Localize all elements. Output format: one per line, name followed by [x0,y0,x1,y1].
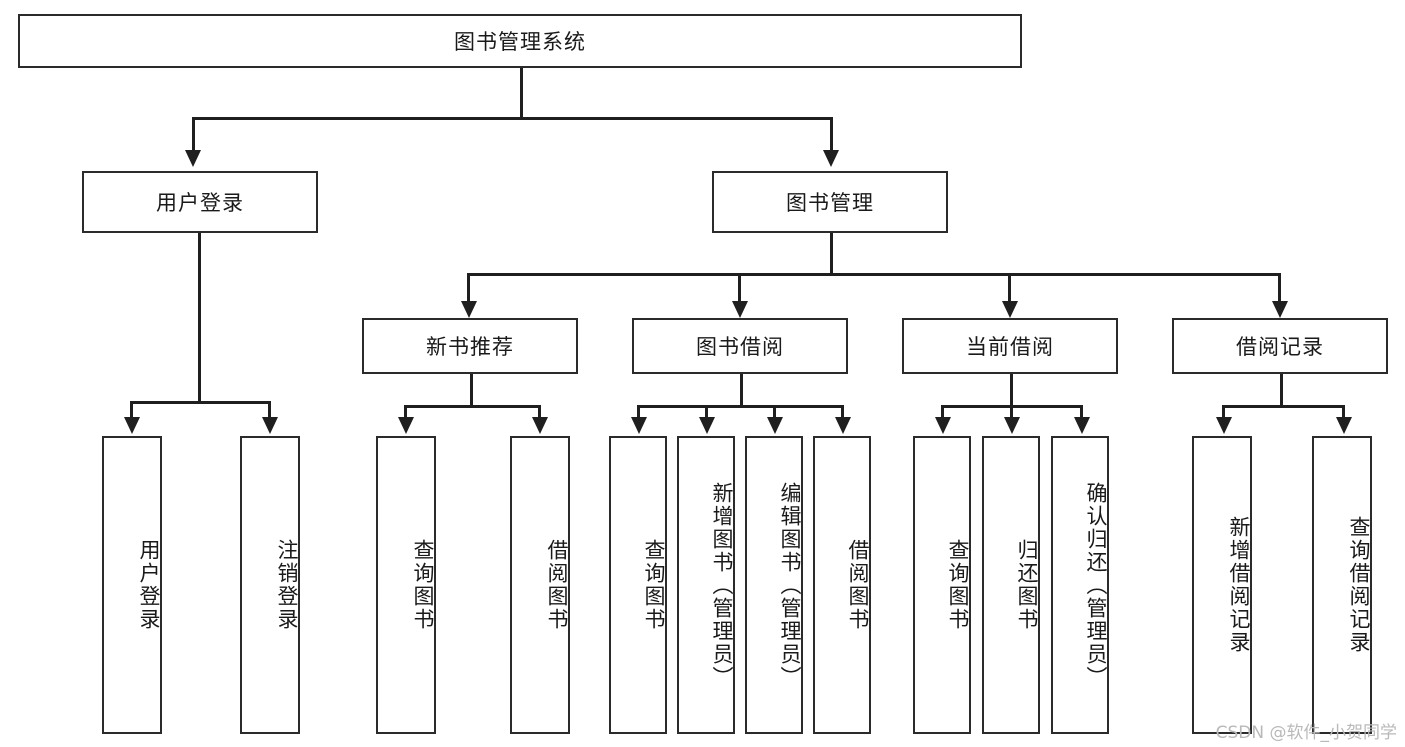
arrowhead-to-leaf-confirm-return [1074,417,1090,434]
leaf-logout[interactable]: 注销登录 [240,436,300,734]
connector-current-borrow-drop-3 [1080,405,1083,419]
node-new-book-recommend[interactable]: 新书推荐 [362,318,578,374]
node-label: 注销登录 [275,539,299,631]
connector-current-borrow-stem [1010,374,1013,407]
connector-user-login-drop-2 [268,401,271,419]
node-label: 图书管理系统 [454,30,586,54]
leaf-return-book[interactable]: 归还图书 [982,436,1040,734]
node-borrow-records[interactable]: 借阅记录 [1172,318,1388,374]
connector-book-management-stem [830,233,833,275]
connector-level3-bar [467,273,1278,276]
connector-new-book-stem [470,374,473,407]
arrowhead-to-leaf-add-record [1216,417,1232,434]
connector-level3-drop-4 [1278,273,1281,303]
connector-user-login-stem [198,233,201,403]
node-label: 查询借阅记录 [1347,516,1371,654]
connector-borrow-records-drop-1 [1222,405,1225,419]
arrowhead-to-leaf-borrow-book-a [532,417,548,434]
connector-level2-drop-left [192,117,195,152]
node-label: 用户登录 [156,191,244,215]
node-label: 图书借阅 [696,335,784,359]
arrowhead-to-leaf-query-book-c [935,417,951,434]
arrowhead-to-borrow-records [1272,301,1288,318]
connector-new-book-bar [404,405,538,408]
node-book-management[interactable]: 图书管理 [712,171,948,233]
connector-level3-drop-2 [738,273,741,303]
node-label: 新书推荐 [426,335,514,359]
connector-user-login-drop-1 [130,401,133,419]
connector-book-borrow-drop-2 [705,405,708,419]
leaf-query-book-recommend[interactable]: 查询图书 [376,436,436,734]
connector-user-login-bar [130,401,270,404]
node-label: 新增借阅记录 [1227,516,1251,654]
csdn-watermark: CSDN @软件_小贺同学 [1215,723,1397,743]
arrowhead-to-user-login [185,150,201,167]
connector-book-borrow-bar [637,405,843,408]
arrowhead-to-leaf-return-book [1004,417,1020,434]
leaf-borrow-book-recommend[interactable]: 借阅图书 [510,436,570,734]
connector-level2-bar [192,117,832,120]
connector-book-borrow-drop-3 [773,405,776,419]
arrowhead-to-new-book-recommend [461,301,477,318]
node-label: 查询图书 [411,539,435,631]
leaf-edit-book-admin[interactable]: 编辑图书（管理员） [745,436,803,734]
node-label: 归还图书 [1015,539,1039,631]
connector-root-stem [520,68,523,118]
connector-current-borrow-drop-2 [1010,405,1013,419]
arrowhead-to-book-borrow [732,301,748,318]
arrowhead-to-leaf-edit-book [767,417,783,434]
connector-new-book-drop-1 [404,405,407,419]
node-label: 当前借阅 [966,335,1054,359]
connector-current-borrow-drop-1 [941,405,944,419]
connector-borrow-records-bar [1222,405,1342,408]
connector-borrow-records-stem [1280,374,1283,407]
leaf-query-borrow-record[interactable]: 查询借阅记录 [1312,436,1372,734]
node-label: 图书管理 [786,191,874,215]
leaf-add-book-admin[interactable]: 新增图书（管理员） [677,436,735,734]
connector-level2-drop-right [830,117,833,152]
connector-level3-drop-1 [467,273,470,303]
node-label: 编辑图书（管理员） [778,481,802,689]
node-label: 借阅图书 [545,539,569,631]
arrowhead-to-leaf-logout [262,417,278,434]
leaf-borrow-book-borrow[interactable]: 借阅图书 [813,436,871,734]
node-label: 用户登录 [137,539,161,631]
node-label: 借阅图书 [846,539,870,631]
arrowhead-to-leaf-query-book-b [631,417,647,434]
arrowhead-to-leaf-add-book [699,417,715,434]
arrowhead-to-leaf-user-login [124,417,140,434]
connector-book-borrow-drop-1 [637,405,640,419]
node-label: 确认归还（管理员） [1084,481,1108,689]
node-label: 新增图书（管理员） [710,481,734,689]
leaf-user-login[interactable]: 用户登录 [102,436,162,734]
connector-book-borrow-drop-4 [841,405,844,419]
node-root-library-management-system[interactable]: 图书管理系统 [18,14,1022,68]
node-book-borrow[interactable]: 图书借阅 [632,318,848,374]
arrowhead-to-leaf-query-record [1336,417,1352,434]
leaf-query-book-borrow[interactable]: 查询图书 [609,436,667,734]
node-label: 借阅记录 [1236,335,1324,359]
node-user-login[interactable]: 用户登录 [82,171,318,233]
node-current-borrow[interactable]: 当前借阅 [902,318,1118,374]
arrowhead-to-book-management [823,150,839,167]
leaf-confirm-return-admin[interactable]: 确认归还（管理员） [1051,436,1109,734]
arrowhead-to-leaf-query-book-a [398,417,414,434]
connector-borrow-records-drop-2 [1342,405,1345,419]
connector-new-book-drop-2 [538,405,541,419]
arrowhead-to-current-borrow [1002,301,1018,318]
arrowhead-to-leaf-borrow-book-b [835,417,851,434]
leaf-query-book-current[interactable]: 查询图书 [913,436,971,734]
leaf-add-borrow-record[interactable]: 新增借阅记录 [1192,436,1252,734]
node-label: 查询图书 [946,539,970,631]
node-label: 查询图书 [642,539,666,631]
connector-level3-drop-3 [1008,273,1011,303]
connector-book-borrow-stem [740,374,743,407]
